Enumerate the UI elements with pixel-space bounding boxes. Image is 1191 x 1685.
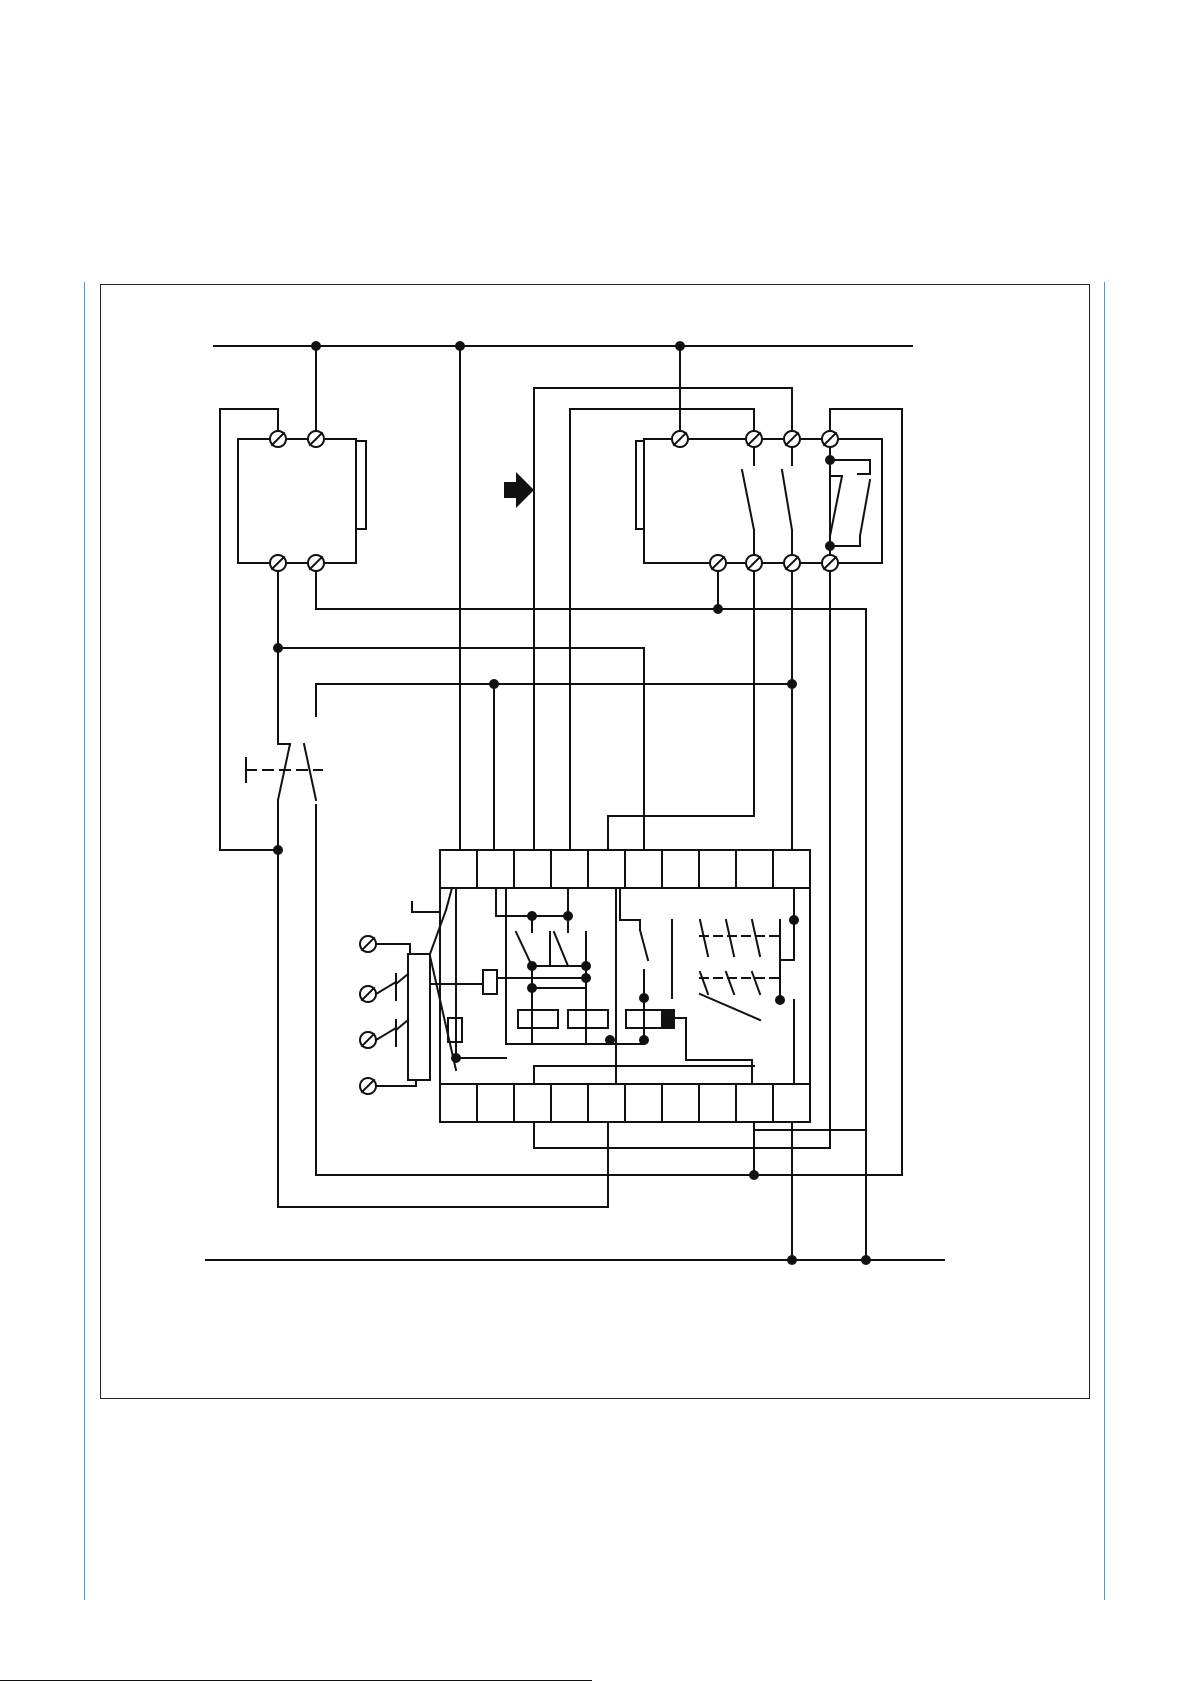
footer-rule [0, 1680, 592, 1681]
safety-relay-module [408, 850, 810, 1122]
guard-switch-left [238, 431, 366, 571]
emergency-stop-button [246, 744, 322, 850]
guard-switch-right [636, 431, 882, 571]
direction-arrow [504, 472, 534, 508]
